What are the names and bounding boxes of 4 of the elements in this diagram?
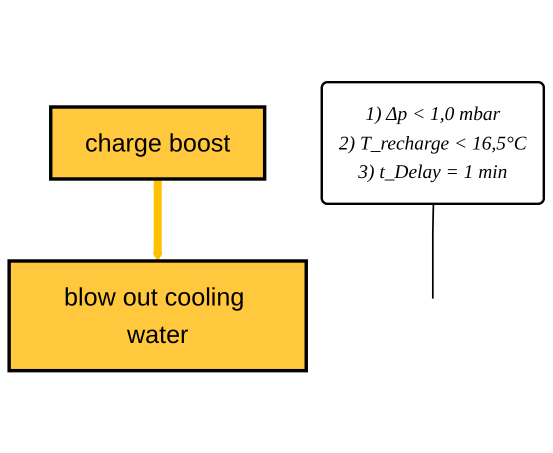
- connector: [432, 204, 434, 299]
- arrow: [152, 179, 163, 262]
- node-box: charge boost: [49, 105, 266, 181]
- node-box: blow out cooling water: [7, 259, 308, 372]
